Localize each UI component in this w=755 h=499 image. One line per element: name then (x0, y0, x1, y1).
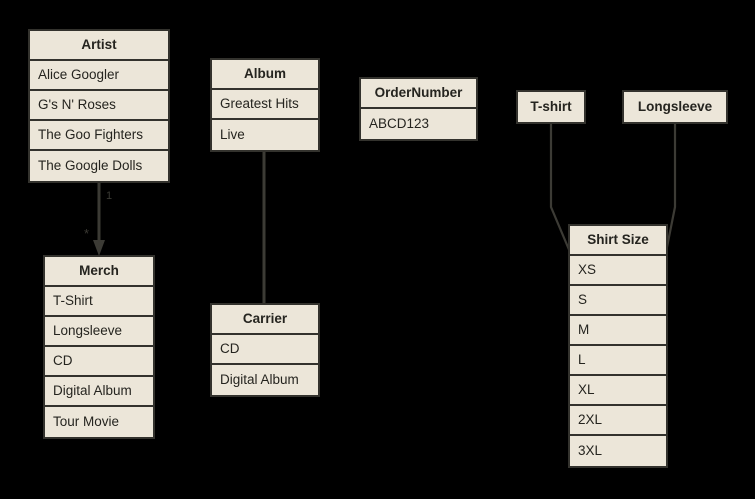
entity-merch[interactable]: Merch T-Shirt Longsleeve CD Digital Albu… (43, 255, 155, 439)
entity-artist[interactable]: Artist Alice Googler G's N' Roses The Go… (28, 29, 170, 183)
entity-merch-item-4[interactable]: Tour Movie (45, 407, 153, 437)
entity-tshirt-title: T-shirt (518, 92, 584, 122)
entity-shirt-size-item-3[interactable]: L (570, 346, 666, 376)
entity-artist-item-3[interactable]: The Google Dolls (30, 151, 168, 181)
entity-album[interactable]: Album Greatest Hits Live (210, 58, 320, 152)
entity-merch-item-2[interactable]: CD (45, 347, 153, 377)
entity-order-number-item-0[interactable]: ABCD123 (361, 109, 476, 139)
entity-carrier-item-0[interactable]: CD (212, 335, 318, 365)
entity-artist-item-1[interactable]: G's N' Roses (30, 91, 168, 121)
entity-merch-item-0[interactable]: T-Shirt (45, 287, 153, 317)
entity-shirt-size-item-2[interactable]: M (570, 316, 666, 346)
entity-merch-item-1[interactable]: Longsleeve (45, 317, 153, 347)
entity-shirt-size-item-5[interactable]: 2XL (570, 406, 666, 436)
entity-shirt-size-item-1[interactable]: S (570, 286, 666, 316)
entity-shirt-size-title: Shirt Size (570, 226, 666, 256)
arrowhead-artist-to-merch (93, 240, 105, 256)
entity-album-item-1[interactable]: Live (212, 120, 318, 150)
entity-carrier-title: Carrier (212, 305, 318, 335)
entity-album-title: Album (212, 60, 318, 90)
entity-album-item-0[interactable]: Greatest Hits (212, 90, 318, 120)
entity-merch-title: Merch (45, 257, 153, 287)
entity-artist-item-2[interactable]: The Goo Fighters (30, 121, 168, 151)
edge-label-artist-merch-target: * (84, 226, 90, 241)
entity-carrier[interactable]: Carrier CD Digital Album (210, 303, 320, 397)
entity-carrier-item-1[interactable]: Digital Album (212, 365, 318, 395)
entity-longsleeve-title: Longsleeve (624, 92, 726, 122)
entity-merch-item-3[interactable]: Digital Album (45, 377, 153, 407)
entity-artist-title: Artist (30, 31, 168, 61)
entity-shirt-size-item-4[interactable]: XL (570, 376, 666, 406)
edge-label-artist-merch-source: 1 (106, 190, 113, 202)
entity-shirt-size-item-0[interactable]: XS (570, 256, 666, 286)
entity-shirt-size-item-6[interactable]: 3XL (570, 436, 666, 466)
entity-order-number-title: OrderNumber (361, 79, 476, 109)
entity-longsleeve[interactable]: Longsleeve (622, 90, 728, 124)
entity-order-number[interactable]: OrderNumber ABCD123 (359, 77, 478, 141)
entity-shirt-size[interactable]: Shirt Size XS S M L XL 2XL 3XL (568, 224, 668, 468)
entity-tshirt[interactable]: T-shirt (516, 90, 586, 124)
entity-artist-item-0[interactable]: Alice Googler (30, 61, 168, 91)
